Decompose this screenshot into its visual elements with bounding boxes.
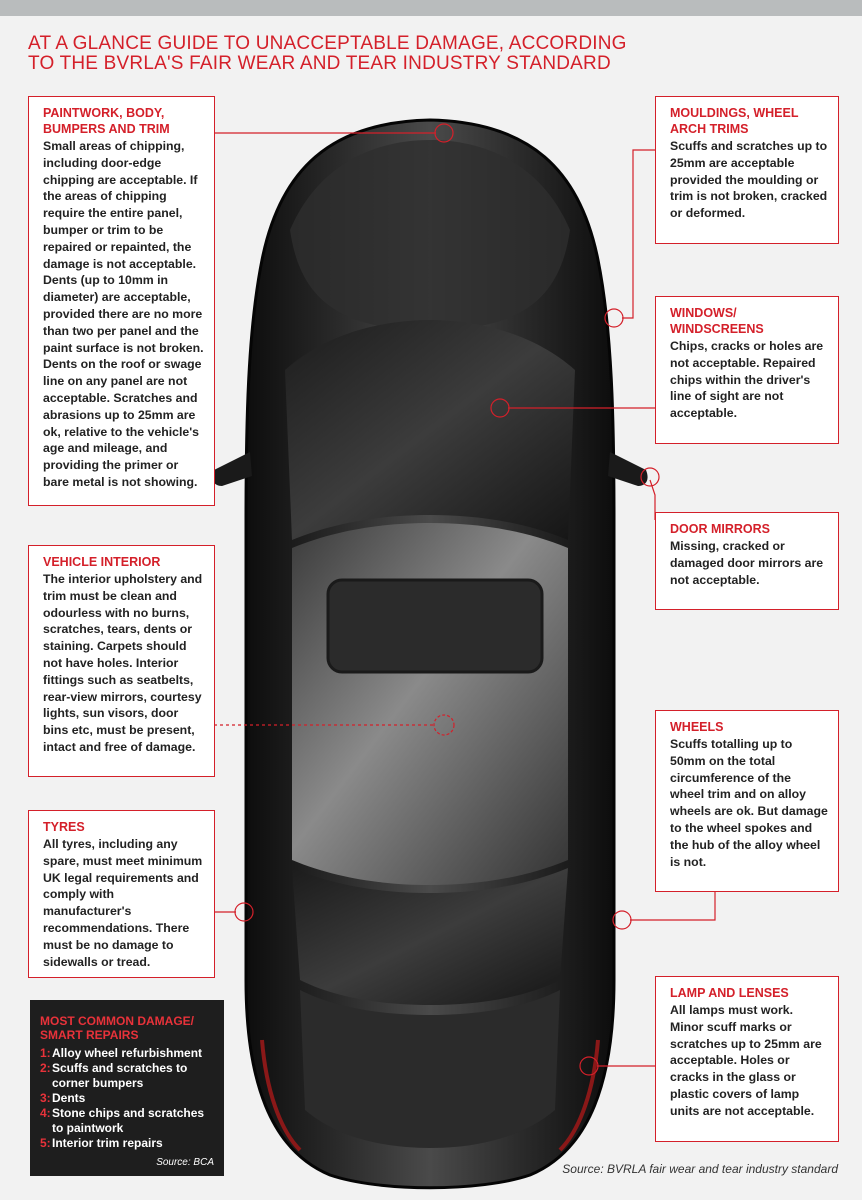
common-damage-list: 1:Alloy wheel refurbishment 2:Scuffs and…	[40, 1046, 214, 1151]
mouldings-box: MOULDINGS, WHEEL ARCH TRIMS Scuffs and s…	[655, 96, 839, 244]
common-damage-panel: MOST COMMON DAMAGE/ SMART REPAIRS 1:Allo…	[30, 1000, 224, 1176]
tyres-box: TYRES All tyres, including any spare, mu…	[28, 810, 215, 978]
lamps-box: LAMP AND LENSES All lamps must work. Min…	[655, 976, 839, 1142]
list-item: 3:Dents	[40, 1091, 214, 1106]
interior-box: VEHICLE INTERIOR The interior upholstery…	[28, 545, 215, 777]
item-text: Alloy wheel refurbishment	[52, 1046, 203, 1060]
item-number: 3:	[40, 1091, 51, 1105]
common-damage-source: Source: BCA	[156, 1157, 214, 1168]
interior-body: The interior upholstery and trim must be…	[43, 572, 203, 754]
mouldings-body: Scuffs and scratches up to 25mm are acce…	[670, 139, 828, 221]
wheels-title: WHEELS	[670, 720, 724, 734]
item-number: 2:	[40, 1061, 51, 1075]
mirrors-box: DOOR MIRRORS Missing, cracked or damaged…	[655, 512, 839, 610]
item-number: 1:	[40, 1046, 51, 1060]
list-item: 4:Stone chips and scratches to paintwork	[40, 1106, 214, 1136]
windows-body: Chips, cracks or holes are not acceptabl…	[670, 339, 824, 421]
top-bar	[0, 0, 862, 16]
item-text: Scuffs and scratches to corner bumpers	[52, 1061, 188, 1090]
lamps-body: All lamps must work. Minor scuff marks o…	[670, 1003, 822, 1118]
list-item: 5:Interior trim repairs	[40, 1136, 214, 1151]
paintwork-box: PAINTWORK, BODY, BUMPERS AND TRIM Small …	[28, 96, 215, 506]
item-number: 5:	[40, 1136, 51, 1150]
paintwork-body: Small areas of chipping, including door-…	[43, 139, 204, 489]
item-number: 4:	[40, 1106, 51, 1120]
wheels-box: WHEELS Scuffs totalling up to 50mm on th…	[655, 710, 839, 892]
tyres-body: All tyres, including any spare, must mee…	[43, 837, 203, 969]
list-item: 2:Scuffs and scratches to corner bumpers	[40, 1061, 214, 1091]
item-text: Stone chips and scratches to paintwork	[52, 1106, 205, 1135]
headline: AT A GLANCE GUIDE TO UNACCEPTABLE DAMAGE…	[28, 33, 627, 74]
wheels-body: Scuffs totalling up to 50mm on the total…	[670, 737, 828, 869]
mouldings-title: MOULDINGS, WHEEL ARCH TRIMS	[670, 106, 799, 136]
list-item: 1:Alloy wheel refurbishment	[40, 1046, 214, 1061]
paintwork-title: PAINTWORK, BODY, BUMPERS AND TRIM	[43, 106, 170, 136]
interior-title: VEHICLE INTERIOR	[43, 555, 161, 569]
item-text: Dents	[52, 1091, 86, 1105]
mirrors-body: Missing, cracked or damaged door mirrors…	[670, 539, 824, 587]
item-text: Interior trim repairs	[52, 1136, 163, 1150]
mirrors-title: DOOR MIRRORS	[670, 522, 770, 536]
windows-box: WINDOWS/ WINDSCREENS Chips, cracks or ho…	[655, 296, 839, 444]
lamps-title: LAMP AND LENSES	[670, 986, 789, 1000]
tyres-title: TYRES	[43, 820, 85, 834]
common-damage-title: MOST COMMON DAMAGE/ SMART REPAIRS	[40, 1014, 194, 1042]
windows-title: WINDOWS/ WINDSCREENS	[670, 306, 764, 336]
source-note: Source: BVRLA fair wear and tear industr…	[562, 1162, 838, 1176]
